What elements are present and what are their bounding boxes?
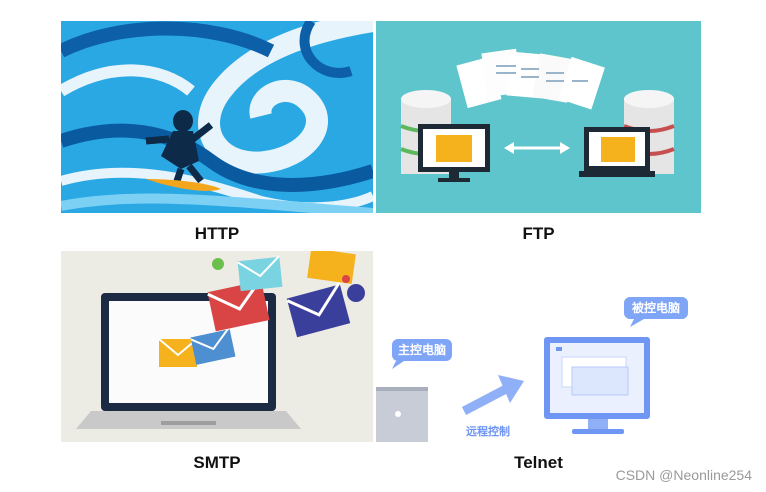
controlled-computer-tag: 被控电脑 [624, 297, 688, 327]
telnet-image: 主控电脑 远程控制 被控电脑 [376, 251, 701, 442]
envelope-icon [158, 338, 198, 367]
smtp-image [61, 251, 373, 442]
laptop-icon [376, 387, 428, 442]
smtp-caption: SMTP [193, 453, 241, 472]
envelope-icon [307, 251, 356, 285]
master-computer-tag: 主控电脑 [392, 339, 452, 369]
documents-icon [456, 48, 605, 110]
ftp-caption: FTP [522, 224, 555, 243]
watermark: CSDN @Neonline254 [615, 467, 752, 483]
remote-control-label: 远程控制 [466, 424, 510, 438]
telnet-caption: Telnet [514, 453, 563, 472]
master-label: 主控电脑 [398, 342, 446, 357]
laptop-icon [579, 127, 655, 177]
envelope-icon [190, 326, 236, 365]
monitor-icon [544, 337, 650, 434]
envelope-icon [286, 281, 351, 338]
controlled-label: 被控电脑 [632, 300, 680, 315]
ftp-image [376, 21, 701, 213]
http-caption: HTTP [194, 224, 240, 243]
envelope-icon [237, 255, 283, 292]
http-image [61, 21, 373, 213]
monitor-icon [418, 124, 490, 182]
arrow-icon [461, 375, 524, 415]
